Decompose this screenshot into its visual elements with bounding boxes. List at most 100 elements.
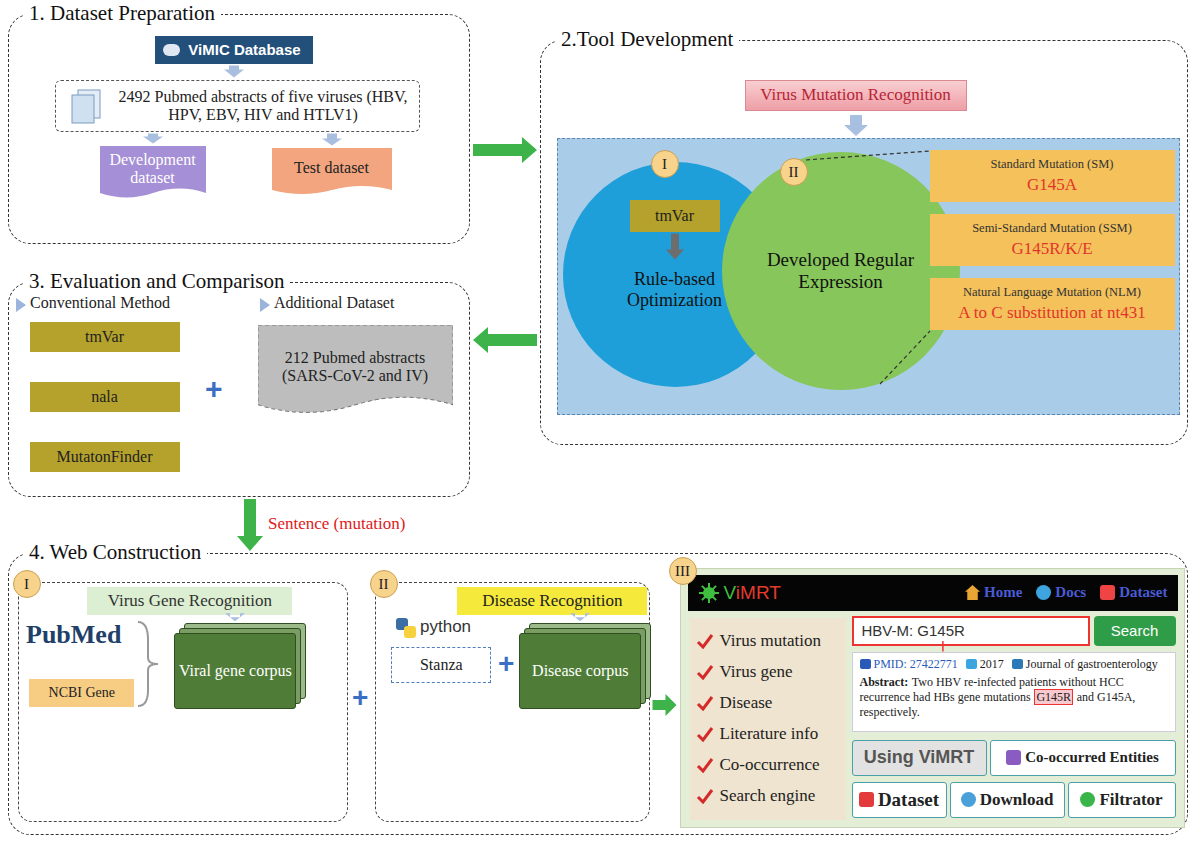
check-mark: [696, 788, 714, 804]
feature-list: Virus mutationVirus geneDiseaseLiteratur…: [690, 618, 846, 820]
check-stroke: [698, 635, 712, 647]
flow-arrow: [666, 234, 684, 260]
nav-icon: [1100, 585, 1115, 600]
node-text: I: [13, 570, 41, 598]
dataset-doc: 212 Pubmed abstracts (SARS-CoV-2 and IV): [258, 325, 453, 420]
check-mark: [696, 726, 714, 742]
node-text: G145R/K/E: [1011, 239, 1092, 259]
source-box: NCBI Gene: [29, 679, 134, 707]
bullet-triangle: [260, 298, 270, 312]
node-text: Semi-Standard Mutation (SSM): [972, 221, 1132, 236]
check-mark: [696, 664, 714, 680]
corpus-stack: Disease corpus: [519, 633, 641, 709]
flow-arrow: [225, 613, 245, 621]
node-text: Virus mutation: [720, 631, 821, 651]
check-stroke: [698, 697, 712, 709]
node-text: 3. Evaluation and Comparison: [23, 269, 290, 294]
button-icon: [1006, 750, 1021, 765]
node-text: tmVar: [655, 207, 694, 225]
web-button: Using ViMRT: [852, 740, 987, 776]
plus-sign: +: [498, 648, 514, 680]
feature-row: Virus mutation: [696, 626, 821, 657]
document-outline: [258, 325, 453, 412]
node-text: Developed Regular Expression: [758, 249, 924, 293]
flow-arrow: [224, 66, 244, 78]
node-text: II: [370, 570, 398, 598]
module-box: IIDisease RecognitionStanzaDisease corpu…: [375, 582, 650, 822]
title-banner: Virus Mutation Recognition: [745, 80, 967, 111]
nav-bar: HomeDocsDataset: [951, 584, 1167, 601]
tool-box: Stanza: [391, 647, 491, 683]
node-text: 2.Tool Development: [555, 27, 739, 52]
dataset-doc: Test dataset: [272, 148, 392, 198]
search-button: Search: [1094, 616, 1176, 646]
feature-row: Literature info: [696, 719, 819, 750]
node-text: Filtrator: [1099, 790, 1162, 810]
node-text: 2492 Pubmed abstracts of five viruses (H…: [116, 88, 411, 124]
bracket-line: [880, 331, 930, 384]
flow-arrow: [237, 499, 263, 551]
nav-icon: [965, 585, 980, 600]
cloud-icon: [163, 44, 180, 56]
tool-box: nala: [30, 382, 180, 412]
flow-arrow: [653, 694, 677, 716]
node-text: Test dataset: [294, 159, 369, 177]
section-panel: 1. Dataset PreparationViMIC Database2492…: [8, 14, 470, 244]
check-stroke: [698, 728, 712, 740]
node-text: Co-occurred Entities: [1025, 749, 1158, 766]
flow-arrow: [143, 134, 163, 144]
node-text: A to C substitution at nt431: [958, 303, 1146, 323]
node-text: Disease: [720, 693, 773, 713]
node-text: G145R: [1034, 689, 1073, 705]
meta-icon: [1012, 659, 1023, 669]
module-banner: Disease Recognition: [457, 587, 647, 615]
node-text: Download: [980, 790, 1054, 810]
node-text: Home: [984, 584, 1022, 601]
flow-arrow: [473, 137, 537, 163]
node-text: NCBI Gene: [49, 685, 116, 701]
note-label: Additional Dataset: [274, 294, 394, 312]
flow-arrow: [322, 134, 342, 146]
node-text: Co-occurrence: [720, 755, 820, 775]
leader-line: [942, 641, 944, 652]
document-outline: [100, 146, 206, 198]
step-box: Rule-based Optimization: [595, 262, 755, 318]
web-button: Dataset: [852, 782, 947, 818]
node-text: Docs: [1055, 584, 1086, 601]
web-button: Filtrator: [1068, 782, 1176, 818]
document-icon: [68, 87, 110, 125]
curly-bracket: [138, 622, 158, 706]
node-text: Viral gene corpus: [179, 662, 292, 680]
plus-sign: +: [352, 682, 368, 714]
check-stroke: [698, 759, 712, 771]
node-text: Virus Gene Recognition: [108, 591, 272, 611]
bracket-line: [806, 151, 930, 160]
flow-arrow: [570, 613, 590, 621]
edge-label: Sentence (mutation): [268, 514, 405, 534]
node-text: Disease Recognition: [482, 591, 622, 611]
feature-row: Search engine: [696, 781, 816, 812]
node-text: Virus Mutation Recognition: [760, 85, 951, 105]
button-icon: [1080, 792, 1095, 807]
web-screenshot: IIIViMRTHomeDocsDatasetVirus mutationVir…: [680, 568, 1185, 828]
database-banner: ViMIC Database: [155, 36, 313, 64]
node-text: III: [669, 557, 697, 585]
mutation-type-box: Semi-Standard Mutation (SSM) G145R/K/E: [930, 214, 1175, 266]
node-text: Standard Mutation (SM): [991, 157, 1114, 172]
document-outline: [272, 148, 392, 194]
plus-sign: +: [205, 372, 223, 406]
flow-arrow: [473, 327, 537, 353]
check-stroke: [698, 666, 712, 678]
web-button: Download: [950, 782, 1065, 818]
meta-row: PMID: 274227712017Journal of gastroenter…: [860, 657, 1158, 672]
meta-icon: [860, 659, 871, 669]
logo-group: ViMRT: [698, 582, 781, 604]
node-text: Natural Language Mutation (NLM): [963, 285, 1141, 300]
mutation-type-box: Standard Mutation (SM)G145A: [930, 150, 1175, 202]
node-text: Journal of gastroenterology: [1026, 657, 1158, 672]
nav-icon: [1036, 585, 1051, 600]
node-text: Search engine: [720, 786, 816, 806]
dataset-doc: Development dataset: [100, 146, 206, 202]
abstracts-box: 2492 Pubmed abstracts of five viruses (H…: [55, 80, 420, 132]
